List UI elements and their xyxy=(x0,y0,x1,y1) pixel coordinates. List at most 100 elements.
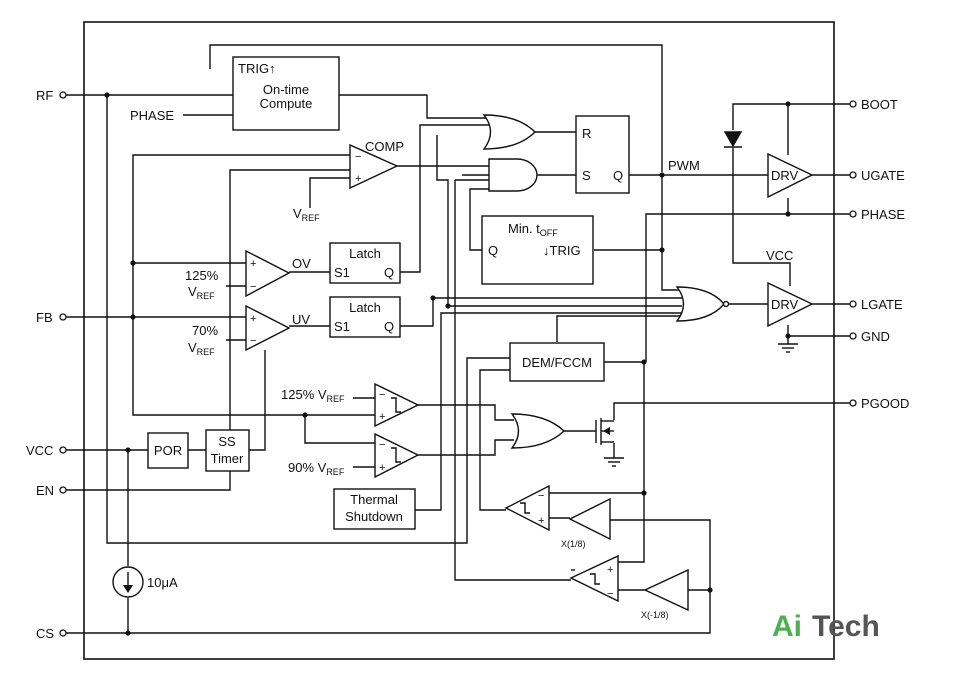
gain-pos-label: X(1/8) xyxy=(561,539,586,549)
dem-fccm-block: DEM/FCCM xyxy=(509,342,605,382)
min-toff-trig-label: ↓TRIG xyxy=(543,243,581,258)
svg-text:+: + xyxy=(538,515,544,527)
pin-rf: RF xyxy=(36,88,67,103)
gain-amp-pos xyxy=(568,497,611,541)
pin-label-lgate: LGATE xyxy=(861,297,903,312)
set-and-gate xyxy=(488,158,538,192)
comp-comparator: − + xyxy=(349,143,399,190)
thermal-label: Thermal xyxy=(350,492,398,507)
dem-label: DEM/FCCM xyxy=(522,355,592,370)
compute-label: Compute xyxy=(260,96,313,111)
svg-text:−: − xyxy=(538,490,544,502)
ss-timer-block: SS Timer xyxy=(205,429,250,472)
svg-text:+: + xyxy=(355,173,361,185)
reset-or-gate xyxy=(482,114,536,150)
pin-label-rf: RF xyxy=(36,88,53,103)
min-toff-q-label: Q xyxy=(488,243,498,258)
pin-boot: BOOT xyxy=(849,97,898,112)
pin-label-fb: FB xyxy=(36,310,53,325)
lowside-nor-gate xyxy=(675,286,730,322)
gain-amp-neg xyxy=(643,568,689,612)
svg-text:−: − xyxy=(379,439,385,451)
uv-comparator: + − xyxy=(245,304,291,352)
aitech-watermark: Ai Tech xyxy=(772,610,880,643)
ov-threshold: 125% xyxy=(185,268,219,283)
thermal-shutdown-block: Thermal Shutdown xyxy=(333,488,416,530)
uv-latch: Latch S1 Q xyxy=(329,296,401,338)
pin-gnd: GND xyxy=(849,329,890,344)
gain-neg-label: X(-1/8) xyxy=(641,610,669,620)
current-source xyxy=(112,566,144,598)
pin-pgood: PGOOD xyxy=(849,396,909,411)
svg-text:+: + xyxy=(250,258,256,270)
boot-diode xyxy=(723,131,743,148)
uv-vref-label: VREF xyxy=(188,340,215,357)
ontime-label: On-time xyxy=(263,82,309,97)
ground-symbol xyxy=(604,457,624,467)
uv-label: UV xyxy=(292,312,310,327)
pin-label-cs: CS xyxy=(36,626,54,641)
svg-text:+: + xyxy=(250,313,256,325)
por-label: POR xyxy=(154,443,182,458)
pin-ugate: UGATE xyxy=(849,168,905,183)
uv-latch-q: Q xyxy=(384,319,394,334)
ov-latch-s1: S1 xyxy=(334,265,350,280)
pin-en: EN xyxy=(36,483,67,498)
trig-rise-label: TRIG↑ xyxy=(238,61,276,76)
pin-label-vcc: VCC xyxy=(26,443,53,458)
pwm-label: PWM xyxy=(668,158,700,173)
current-comparator-2: + − xyxy=(569,554,619,603)
timer-label: Timer xyxy=(211,451,244,466)
pin-phase: PHASE xyxy=(849,207,905,222)
uv-latch-title: Latch xyxy=(349,300,381,315)
svg-text:−: − xyxy=(379,389,385,401)
pin-lgate: LGATE xyxy=(849,297,903,312)
ss-label: SS xyxy=(218,434,236,449)
pgood-high-label: 125% VREF xyxy=(281,387,345,404)
pin-label-pgood: PGOOD xyxy=(861,396,909,411)
drv-high-label: DRV xyxy=(771,168,799,183)
min-toff-title: Min. tOFF xyxy=(508,221,558,238)
pin-label-en: EN xyxy=(36,483,54,498)
uv-latch-s1: S1 xyxy=(334,319,350,334)
chip-boundary xyxy=(83,21,835,660)
pin-vcc: VCC xyxy=(26,443,67,458)
high-side-driver: DRV xyxy=(767,152,814,199)
ground-symbol xyxy=(778,343,798,353)
ov-latch: Latch S1 Q xyxy=(329,242,401,284)
current-source-label: 10μA xyxy=(147,575,178,590)
pgood-or-gate xyxy=(510,413,566,449)
watermark-ai: Ai xyxy=(772,610,802,643)
ov-comparator: + − xyxy=(245,249,291,298)
watermark-tech: Tech xyxy=(812,610,880,643)
rs-r-label: R xyxy=(582,126,591,141)
ov-vref-label: VREF xyxy=(188,284,215,301)
comp-label: COMP xyxy=(365,139,404,154)
pgood-low-label: 90% VREF xyxy=(288,460,345,477)
pin-fb: FB xyxy=(36,310,67,325)
pin-label-boot: BOOT xyxy=(861,97,898,112)
ontime-compute-block: TRIG↑ On-time Compute xyxy=(232,56,340,131)
svg-text:−: − xyxy=(250,281,256,293)
current-comparator-1: − + xyxy=(504,484,550,532)
svg-text:−: − xyxy=(355,151,361,163)
ov-latch-title: Latch xyxy=(349,246,381,261)
svg-text:+: + xyxy=(379,411,385,423)
uv-threshold: 70% xyxy=(192,323,218,338)
pgood-low-comparator: − + xyxy=(374,432,420,479)
vcc-driver-label: VCC xyxy=(766,248,793,263)
min-toff-block: Min. tOFF Q ↓TRIG xyxy=(481,215,594,285)
ov-latch-q: Q xyxy=(384,265,394,280)
svg-text:+: + xyxy=(607,564,613,576)
rs-q-label: Q xyxy=(613,168,623,183)
comp-vref-label: VREF xyxy=(293,206,320,223)
pin-label-ugate: UGATE xyxy=(861,168,905,183)
pin-label-phase: PHASE xyxy=(861,207,905,222)
shutdown-label: Shutdown xyxy=(345,509,403,524)
pin-label-gnd: GND xyxy=(861,329,890,344)
por-block: POR xyxy=(147,432,189,469)
pgood-mosfet xyxy=(595,418,614,445)
rs-flipflop: R S Q xyxy=(575,115,630,194)
junction-dots xyxy=(104,92,791,636)
